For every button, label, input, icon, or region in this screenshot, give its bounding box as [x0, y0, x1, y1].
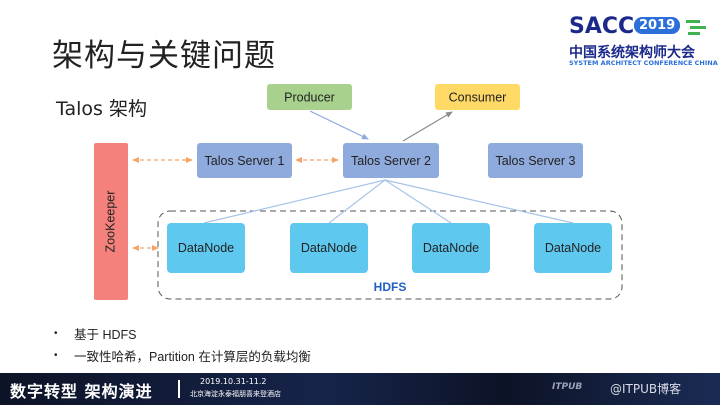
footer-watermark: @ITPUB博客	[610, 382, 682, 396]
datanode-3: DataNode	[412, 223, 490, 273]
footer-banner: 数字转型 架构演进 2019.10.31-11.2 北京海淀永泰福朋喜来登酒店 …	[0, 373, 720, 405]
consumer-node: Consumer	[435, 84, 520, 110]
zookeeper-label: ZooKeeper	[103, 191, 117, 253]
bullet-dot-icon: •	[54, 327, 58, 339]
footer-venue: 北京海淀永泰福朋喜来登酒店	[190, 390, 281, 398]
talos-server-3-label: Talos Server 3	[496, 154, 576, 168]
bullet-list: • 基于 HDFS • 一致性哈希，Partition 在计算层的负载均衡	[54, 322, 311, 366]
connector-server2-datanode4	[384, 179, 574, 224]
logo-english-text: SYSTEM ARCHITECT CONFERENCE CHINA	[569, 59, 718, 67]
bullet-item: • 一致性哈希，Partition 在计算层的负载均衡	[54, 344, 311, 366]
footer-date: 2019.10.31-11.2	[200, 377, 267, 386]
page-title: 架构与关键问题	[52, 38, 276, 74]
footer-background	[0, 373, 720, 405]
arrow-server2-to-consumer	[402, 111, 453, 142]
sacc-logo: SACC 2019 中国系统架构师大会 SYSTEM ARCHITECT CON…	[566, 12, 718, 68]
hdfs-label: HDFS	[374, 280, 407, 294]
talos-server-1-label: Talos Server 1	[205, 154, 285, 168]
datanode-2-label: DataNode	[301, 241, 357, 255]
zookeeper-node: ZooKeeper	[94, 143, 128, 300]
connector-server2-datanode3	[384, 179, 452, 224]
footer-brand-logo: ITPUB	[552, 382, 583, 392]
datanode-3-label: DataNode	[423, 241, 479, 255]
datanode-1-label: DataNode	[178, 241, 234, 255]
bullet-text: 一致性哈希，Partition 在计算层的负载均衡	[74, 349, 311, 364]
datanode-2: DataNode	[290, 223, 368, 273]
datanode-4: DataNode	[534, 223, 612, 273]
footer-divider	[178, 380, 180, 398]
hdfs-container	[157, 210, 623, 300]
talos-server-2-label: Talos Server 2	[351, 154, 431, 168]
bullet-dot-icon: •	[54, 349, 58, 361]
logo-year-badge: 2019	[634, 17, 681, 34]
footer-title: 数字转型 架构演进	[10, 382, 153, 401]
connector-server2-datanode2	[328, 179, 386, 224]
logo-chinese-text: 中国系统架构师大会	[569, 45, 695, 61]
bullet-text: 基于 HDFS	[74, 327, 137, 342]
logo-main-text: SACC	[569, 14, 635, 39]
producer-node: Producer	[267, 84, 352, 110]
bullet-item: • 基于 HDFS	[54, 322, 311, 344]
producer-label: Producer	[284, 91, 335, 105]
page-subtitle: Talos 架构	[56, 98, 147, 120]
talos-server-2-node: Talos Server 2	[343, 143, 439, 178]
talos-server-3-node: Talos Server 3	[488, 143, 583, 178]
connector-server2-datanode1	[203, 179, 386, 224]
datanode-1: DataNode	[167, 223, 245, 273]
datanode-4-label: DataNode	[545, 241, 601, 255]
arrow-producer-to-server2	[309, 110, 369, 140]
logo-bars-icon	[686, 20, 706, 35]
talos-server-1-node: Talos Server 1	[197, 143, 292, 178]
consumer-label: Consumer	[449, 91, 507, 105]
